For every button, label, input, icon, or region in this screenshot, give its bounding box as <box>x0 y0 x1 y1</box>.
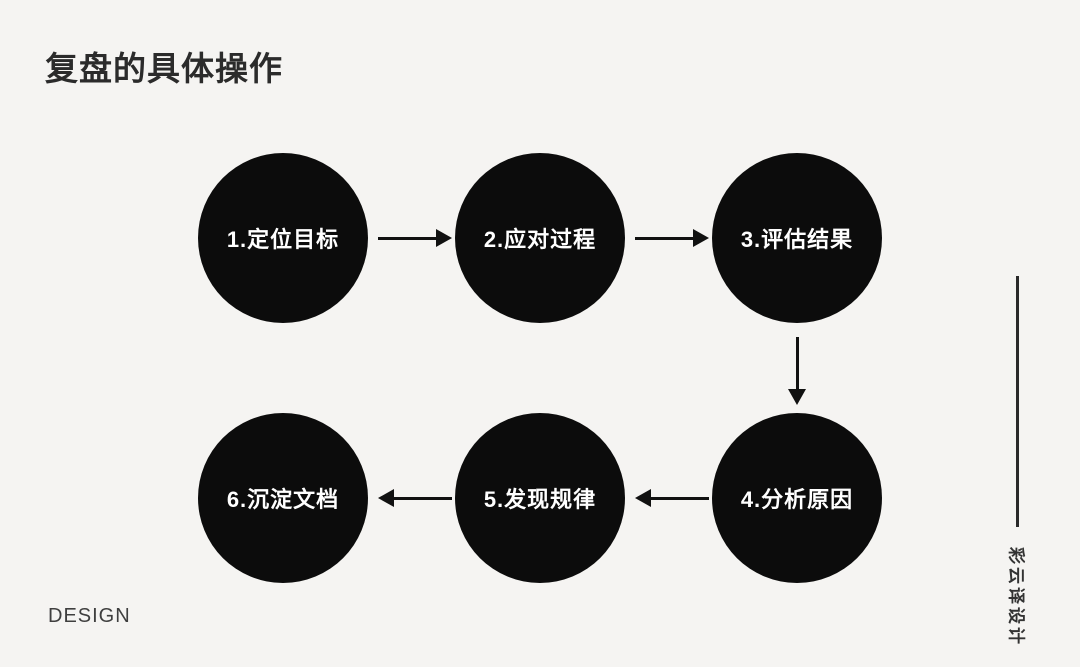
step-label-3: 3.评估结果 <box>740 227 854 252</box>
step-circle-1: 1.定位目标 <box>198 153 368 323</box>
step-label-6: 6.沉淀文档 <box>226 487 340 512</box>
step-label-5: 5.发现规律 <box>483 487 597 512</box>
arrow-head <box>378 489 394 507</box>
step-circle-5: 5.发现规律 <box>455 413 625 583</box>
arrow-shaft <box>635 236 693 240</box>
arrow-head <box>788 389 806 405</box>
arrow-shaft <box>378 236 436 240</box>
arrow-head <box>635 489 651 507</box>
arrow-shaft <box>795 337 799 389</box>
step-label-4: 4.分析原因 <box>740 487 854 512</box>
watermark-text: 彩云译设计 <box>1006 547 1026 647</box>
step-circle-4: 4.分析原因 <box>712 413 882 583</box>
step-circle-6: 6.沉淀文档 <box>198 413 368 583</box>
step-label-2: 2.应对过程 <box>483 227 597 252</box>
step-label-1: 1.定位目标 <box>226 227 340 252</box>
step-circle-3: 3.评估结果 <box>712 153 882 323</box>
arrow-step3-to-step4-icon <box>788 337 806 405</box>
vertical-divider-line <box>1016 276 1019 527</box>
arrow-step4-to-step5-icon <box>635 489 709 507</box>
arrow-step2-to-step3-icon <box>635 229 709 247</box>
arrow-shaft <box>394 496 452 500</box>
page-title: 复盘的具体操作 <box>45 50 283 87</box>
arrow-shaft <box>651 496 709 500</box>
arrow-head <box>436 229 452 247</box>
step-circle-2: 2.应对过程 <box>455 153 625 323</box>
design-label: DESIGN <box>48 605 131 627</box>
arrow-head <box>693 229 709 247</box>
arrow-step1-to-step2-icon <box>378 229 452 247</box>
arrow-step5-to-step6-icon <box>378 489 452 507</box>
